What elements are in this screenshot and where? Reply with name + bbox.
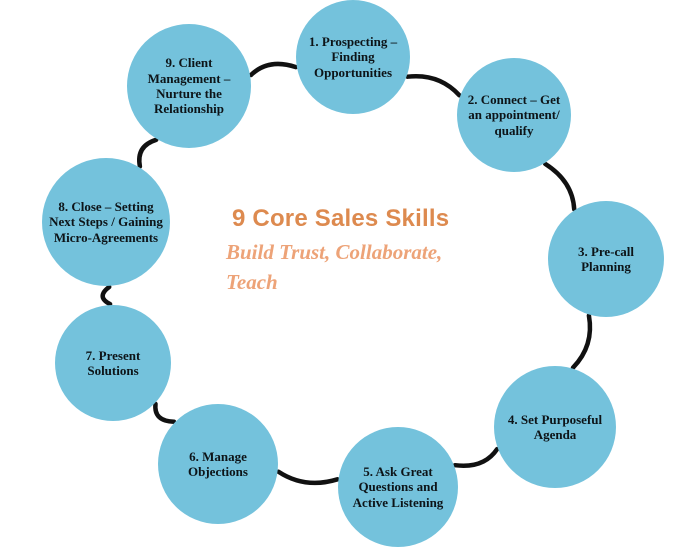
center-text-block: 9 Core Sales Skills Build Trust, Collabo… bbox=[190, 205, 510, 298]
node-client-management[interactable]: 9. Client Management – Nurture the Relat… bbox=[127, 24, 251, 148]
node-label: 7. Present Solutions bbox=[85, 347, 141, 378]
connector-2-to-3 bbox=[542, 161, 577, 212]
node-prospecting[interactable]: 1. Prospecting – Finding Opportunities bbox=[296, 0, 410, 114]
node-manage-objections[interactable]: 6. Manage Objections bbox=[158, 404, 278, 524]
node-pre-call-planning[interactable]: 3. Pre-call Planning bbox=[548, 201, 664, 317]
node-label: 9. Client Management – Nurture the Relat… bbox=[147, 55, 231, 117]
node-label: 6. Manage Objections bbox=[188, 448, 248, 479]
connector-9-to-1 bbox=[248, 61, 299, 78]
node-set-purposeful-agenda[interactable]: 4. Set Purposeful Agenda bbox=[494, 366, 616, 488]
node-label: 8. Close – Setting Next Steps / Gaining … bbox=[49, 199, 163, 245]
center-title: 9 Core Sales Skills bbox=[232, 205, 450, 232]
node-connect[interactable]: 2. Connect – Get an appointment/ qualify bbox=[457, 58, 571, 172]
center-subtitle: Build Trust, Collaborate, Teach bbox=[226, 240, 443, 295]
node-present-solutions[interactable]: 7. Present Solutions bbox=[55, 305, 171, 421]
connector-4-to-5 bbox=[452, 446, 500, 468]
connector-1-to-2 bbox=[405, 73, 462, 98]
connector-3-to-4 bbox=[570, 313, 593, 370]
node-label: 5. Ask Great Questions and Active Listen… bbox=[352, 464, 444, 510]
connector-5-to-6 bbox=[276, 469, 340, 486]
node-label: 2. Connect – Get an appointment/ qualify bbox=[467, 92, 561, 138]
connector-8-to-9 bbox=[137, 137, 159, 169]
node-close-setting-next-steps[interactable]: 8. Close – Setting Next Steps / Gaining … bbox=[42, 158, 170, 286]
node-label: 4. Set Purposeful Agenda bbox=[507, 411, 603, 442]
node-label: 3. Pre-call Planning bbox=[577, 243, 635, 274]
node-label: 1. Prospecting – Finding Opportunities bbox=[308, 34, 398, 80]
connector-7-to-8 bbox=[100, 284, 113, 307]
node-ask-great-questions[interactable]: 5. Ask Great Questions and Active Listen… bbox=[338, 427, 458, 547]
connector-6-to-7 bbox=[153, 401, 177, 424]
